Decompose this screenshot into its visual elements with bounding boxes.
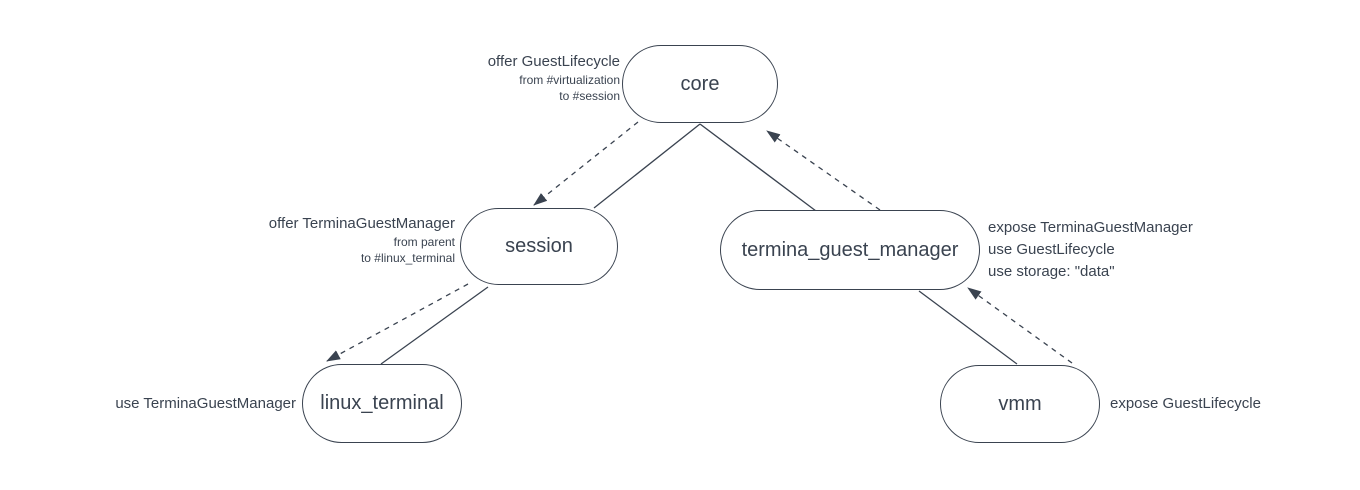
- annotation-session-offer: offer TerminaGuestManager from parent to…: [269, 214, 455, 266]
- node-core-label: core: [680, 72, 720, 95]
- annotation-core-offer: offer GuestLifecycle from #virtualizatio…: [488, 52, 620, 104]
- node-session: session: [460, 208, 618, 285]
- annotation-core-offer-to: to #session: [559, 89, 620, 103]
- arrow-offer-core-to-session: [533, 121, 639, 206]
- annotation-core-offer-title: offer GuestLifecycle: [487, 53, 620, 70]
- node-session-label: session: [505, 235, 573, 257]
- edge-termina-guest-manager-vmm: [918, 290, 1018, 365]
- annotation-vmm-caps: expose GuestLifecycle: [1110, 394, 1261, 414]
- arrow-expose-vmm-to-termina-guest-manager: [967, 287, 1073, 364]
- node-vmm-label: vmm: [998, 392, 1042, 415]
- edge-core-session: [593, 123, 701, 209]
- annotation-termina-guest-manager-caps: expose TerminaGuestManager use GuestLife…: [988, 217, 1193, 283]
- annotation-session-offer-to: to #linux_terminal: [360, 251, 455, 265]
- arrow-offer-session-to-linux-terminal: [326, 283, 469, 362]
- annotation-vmm-expose: expose GuestLifecycle: [1110, 395, 1261, 412]
- annotation-linux-terminal-caps: use TerminaGuestManager: [115, 394, 296, 414]
- node-termina-guest-manager-label: termina_guest_manager: [741, 238, 959, 261]
- node-linux-terminal-label: linux_terminal: [320, 392, 444, 414]
- annotation-tgm-expose: expose TerminaGuestManager: [988, 219, 1193, 236]
- annotation-core-offer-from: from #virtualization: [519, 73, 620, 87]
- annotation-session-offer-from: from parent: [393, 235, 455, 249]
- annotation-session-offer-title: offer TerminaGuestManager: [268, 215, 455, 232]
- annotation-tgm-use-storage: use storage: "data": [988, 263, 1115, 280]
- arrow-expose-termina-guest-manager-to-core: [766, 130, 881, 211]
- edge-session-linux-terminal: [380, 286, 489, 365]
- node-termina-guest-manager: termina_guest_manager: [720, 210, 980, 290]
- edge-core-termina-guest-manager: [699, 123, 817, 212]
- node-linux-terminal: linux_terminal: [302, 364, 462, 443]
- annotation-linux-terminal-use: use TerminaGuestManager: [115, 395, 296, 412]
- annotation-tgm-use-lifecycle: use GuestLifecycle: [988, 241, 1115, 258]
- node-core: core: [622, 45, 778, 123]
- node-vmm: vmm: [940, 365, 1100, 443]
